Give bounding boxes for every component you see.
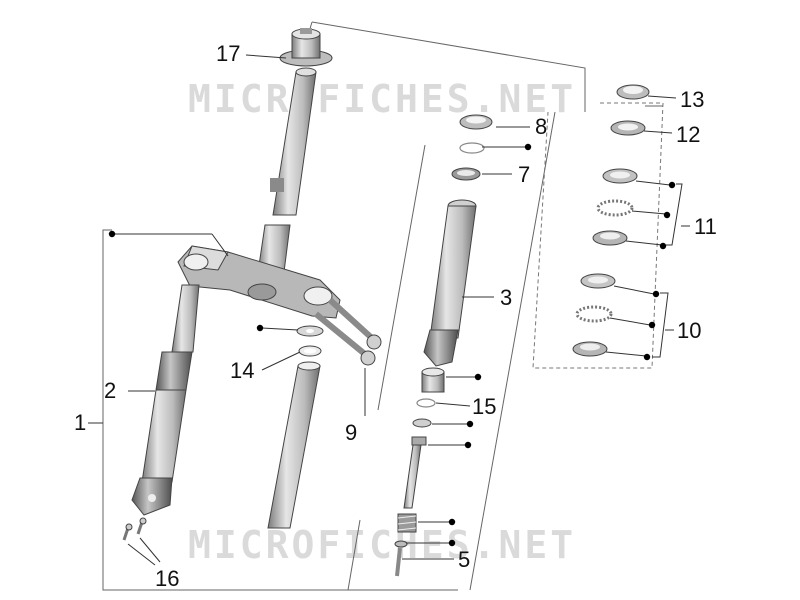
callout-labels: 17 1 2 14 9 16 8 7 3 15 5 13 12 11 10	[74, 41, 717, 591]
part-3-outer-leg	[423, 199, 477, 367]
callout-7: 7	[518, 162, 530, 187]
part-spring	[397, 513, 417, 533]
part-ring	[459, 142, 485, 154]
watermark-top: MICROFICHES.NET	[188, 77, 576, 121]
part-2-fork-leg	[131, 284, 200, 516]
group-frames	[88, 21, 664, 591]
part-bushing	[421, 367, 445, 393]
part-14-washers	[296, 325, 324, 357]
callout-12: 12	[676, 122, 700, 147]
callout-3: 3	[500, 285, 512, 310]
callout-16: 16	[155, 566, 179, 591]
part-16-screws	[122, 517, 147, 541]
callout-13: 13	[680, 87, 704, 112]
callout-5: 5	[458, 547, 470, 572]
watermark-bottom: MICROFICHES.NET	[188, 523, 576, 567]
part-17-steering-head	[279, 28, 333, 67]
callout-2: 2	[104, 378, 116, 403]
callout-15: 15	[472, 394, 496, 419]
part-steering-tube	[257, 67, 317, 273]
callout-14: 14	[230, 358, 254, 383]
callout-9: 9	[345, 420, 357, 445]
callout-17: 17	[216, 41, 240, 66]
leader-dots	[108, 143, 676, 547]
part-washer-small	[412, 418, 432, 428]
part-damper-rod	[403, 436, 427, 509]
part-15-ring	[416, 398, 436, 408]
callout-1: 1	[74, 410, 86, 435]
part-7-seal	[451, 167, 481, 181]
part-11-bearing-set	[592, 168, 638, 246]
callout-10: 10	[677, 318, 701, 343]
part-12-washer	[610, 120, 646, 136]
part-5-screw	[394, 540, 408, 577]
part-inner-tube	[267, 361, 321, 529]
part-fork-crown	[177, 245, 382, 366]
part-8-seal	[459, 114, 493, 130]
callout-11: 11	[694, 214, 717, 239]
callout-8: 8	[535, 114, 547, 139]
part-13-nut	[616, 84, 650, 100]
part-10-bearing-set	[572, 273, 616, 357]
leader-lines	[112, 54, 690, 566]
